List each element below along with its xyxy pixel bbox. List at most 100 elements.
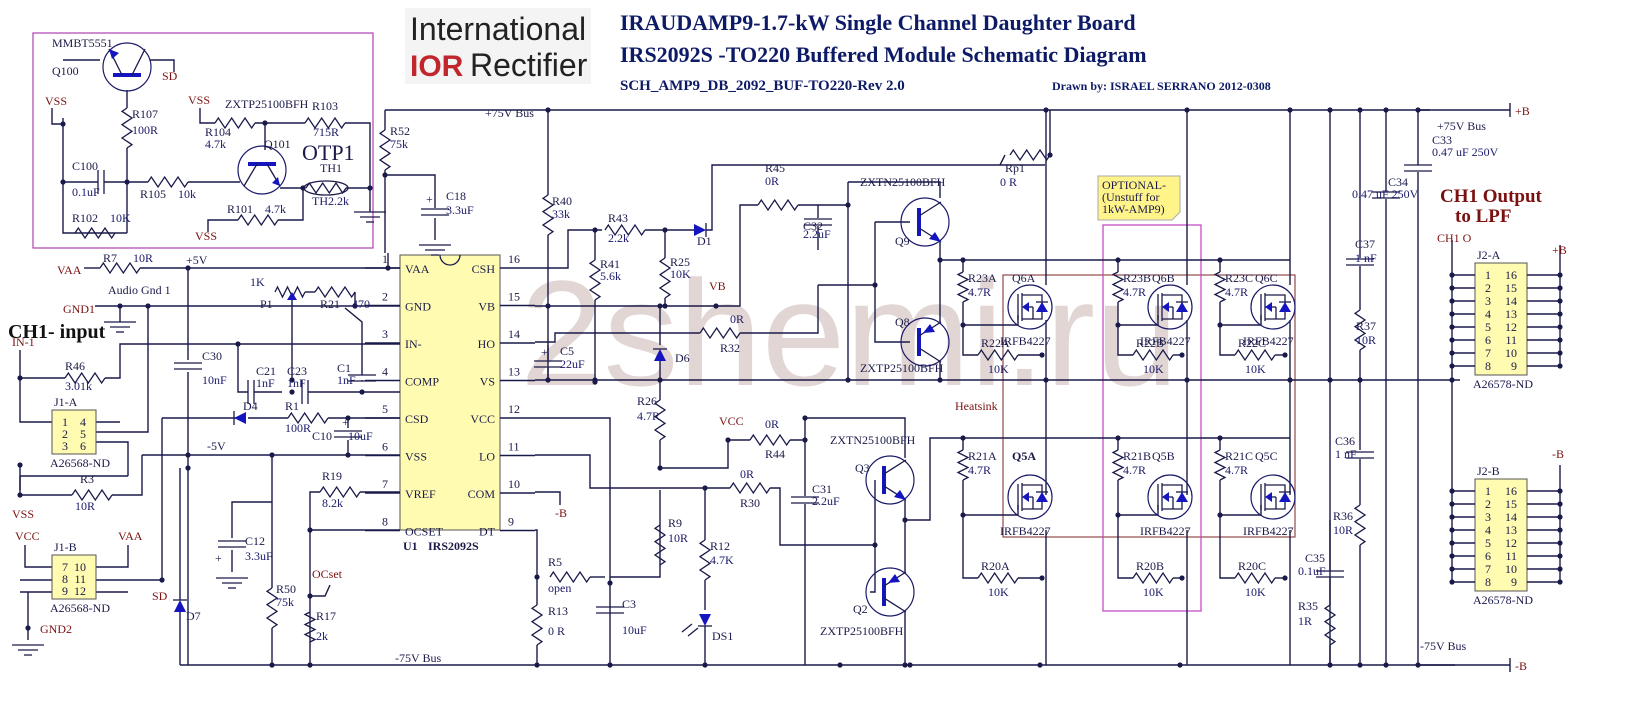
component-ref-q5b: Q5B [1152, 449, 1175, 463]
component-ref-r32: R32 [720, 341, 740, 355]
net-label-minus75-bus-right: -75V Bus [1420, 639, 1466, 653]
resistor-symbol [729, 481, 771, 495]
junction-dot [185, 465, 191, 471]
wire [790, 420, 806, 441]
component-value-r46: 3.01k [65, 379, 92, 393]
polarity-plus: + [215, 551, 222, 565]
wire [870, 545, 876, 593]
ic-pins: 1VAA2GND3IN-4COMP5CSD6VSS7VREF8OCSET16CS… [365, 252, 535, 539]
connector-pin-number: 2 [62, 427, 68, 441]
component-ref-r9: R9 [668, 516, 682, 530]
resistor-symbol [120, 107, 134, 149]
net-label-plus5v: +5V [186, 253, 208, 267]
wire [24, 545, 52, 568]
component-value-r20b: 10K [1143, 585, 1164, 599]
transistor-collector [883, 459, 907, 475]
junction-dot [60, 179, 66, 185]
component-value-c33: 0.47 uF 250V [1432, 145, 1499, 159]
resistor-symbol [64, 371, 106, 385]
junction-dot [607, 580, 613, 586]
connector-j1b-ref: J1-B [54, 540, 77, 554]
transistor-arrow [894, 490, 906, 500]
component-ref-r21a: R21A [968, 449, 997, 463]
component-ref-r105: R105 [140, 187, 166, 201]
component-value-r7: 10R [133, 251, 153, 265]
junction-dot [592, 377, 598, 383]
wire [231, 501, 272, 538]
component-value-r5: open [548, 581, 571, 595]
wire [1219, 515, 1235, 579]
connector-j1a-part: A26568-ND [50, 456, 110, 470]
component-value-c36: 1 nF [1335, 447, 1357, 461]
component-value-r107: 100R [132, 123, 158, 137]
component-ref-c30: C30 [202, 349, 222, 363]
mosfet-arrow [1022, 302, 1029, 312]
junction-dot [60, 121, 66, 127]
wire [237, 344, 248, 393]
ic-pin-number: 14 [508, 327, 520, 341]
component-ref-r40: R40 [552, 194, 572, 208]
component-ref-r107: R107 [132, 107, 158, 121]
resistor-symbol [977, 571, 1019, 585]
component-ref-r22b: R22B [1136, 336, 1164, 350]
connector-pin-number: 1 [62, 415, 68, 429]
component-ref-c35: C35 [1305, 551, 1325, 565]
connector-pin-number: 9 [1511, 359, 1517, 373]
net-label-vb: VB [709, 279, 726, 293]
component-ref-th1: TH1 [320, 161, 342, 175]
component-ref-q101: Q101 [264, 137, 291, 151]
wire [740, 285, 819, 334]
wire [848, 181, 941, 198]
ic-pin-name-csd: CSD [405, 412, 429, 426]
component-ref-c21: C21 [256, 364, 276, 378]
component-ref-r13: R13 [548, 604, 568, 618]
component-value-q9: ZXTN25100BFH [860, 175, 946, 189]
component-value-c32: 2.2uF [803, 227, 831, 241]
ic-pin-number: 3 [382, 327, 388, 341]
component-ref-r22a: R22A [981, 336, 1010, 350]
component-value-q8: ZXTP25100BFH [860, 361, 944, 375]
component-ref-r45: R45 [765, 161, 785, 175]
connector-pin-number: 2 [1485, 281, 1491, 295]
component-ref-r1: R1 [285, 399, 299, 413]
net-label-plus75-bus: +75V Bus [485, 106, 534, 120]
transistor-symbol [900, 317, 950, 367]
resistor-symbol [1234, 571, 1276, 585]
net-label-sd: SD [152, 589, 168, 603]
mosfet-arrow [1265, 492, 1272, 502]
component-value-r21b: 4.7R [1123, 463, 1146, 477]
connector-pin-number: 11 [1505, 549, 1517, 563]
component-ref-c32: C32 [803, 219, 823, 233]
component-value-r40: 33k [552, 207, 570, 221]
connector-pin-number: 6 [80, 439, 86, 453]
wire [660, 439, 750, 469]
wire [95, 306, 149, 433]
connector-pin-number: 9 [62, 584, 68, 598]
wire [344, 307, 363, 375]
heatsink-outline [1002, 274, 1296, 538]
wire [310, 584, 331, 597]
ic-part: IRS2092S [428, 539, 479, 553]
connector-pin-number: 16 [1505, 484, 1517, 498]
junction-dot [713, 303, 719, 309]
junction-dot [307, 662, 313, 668]
mosfet-symbol [1007, 284, 1053, 330]
ic-pin-name-lo: LO [479, 450, 495, 464]
component-value-r22b: 10K [1143, 362, 1164, 376]
ic-u1[interactable] [399, 254, 501, 531]
mosfet-symbol [1147, 284, 1193, 330]
component-ref-q6c: Q6C [1255, 271, 1278, 285]
junction-dot [159, 577, 165, 583]
component-ref-q2: Q2 [853, 602, 868, 616]
wire [535, 454, 705, 489]
wire [610, 525, 661, 578]
net-label-vaa: VAA [118, 529, 143, 543]
transistor-emitter [883, 597, 907, 613]
wire [535, 491, 561, 505]
ic-pin-number: 12 [508, 402, 520, 416]
connector-pin-number: 16 [1505, 268, 1517, 282]
ic-pin-number: 15 [508, 290, 520, 304]
resistor-symbol [956, 271, 970, 303]
